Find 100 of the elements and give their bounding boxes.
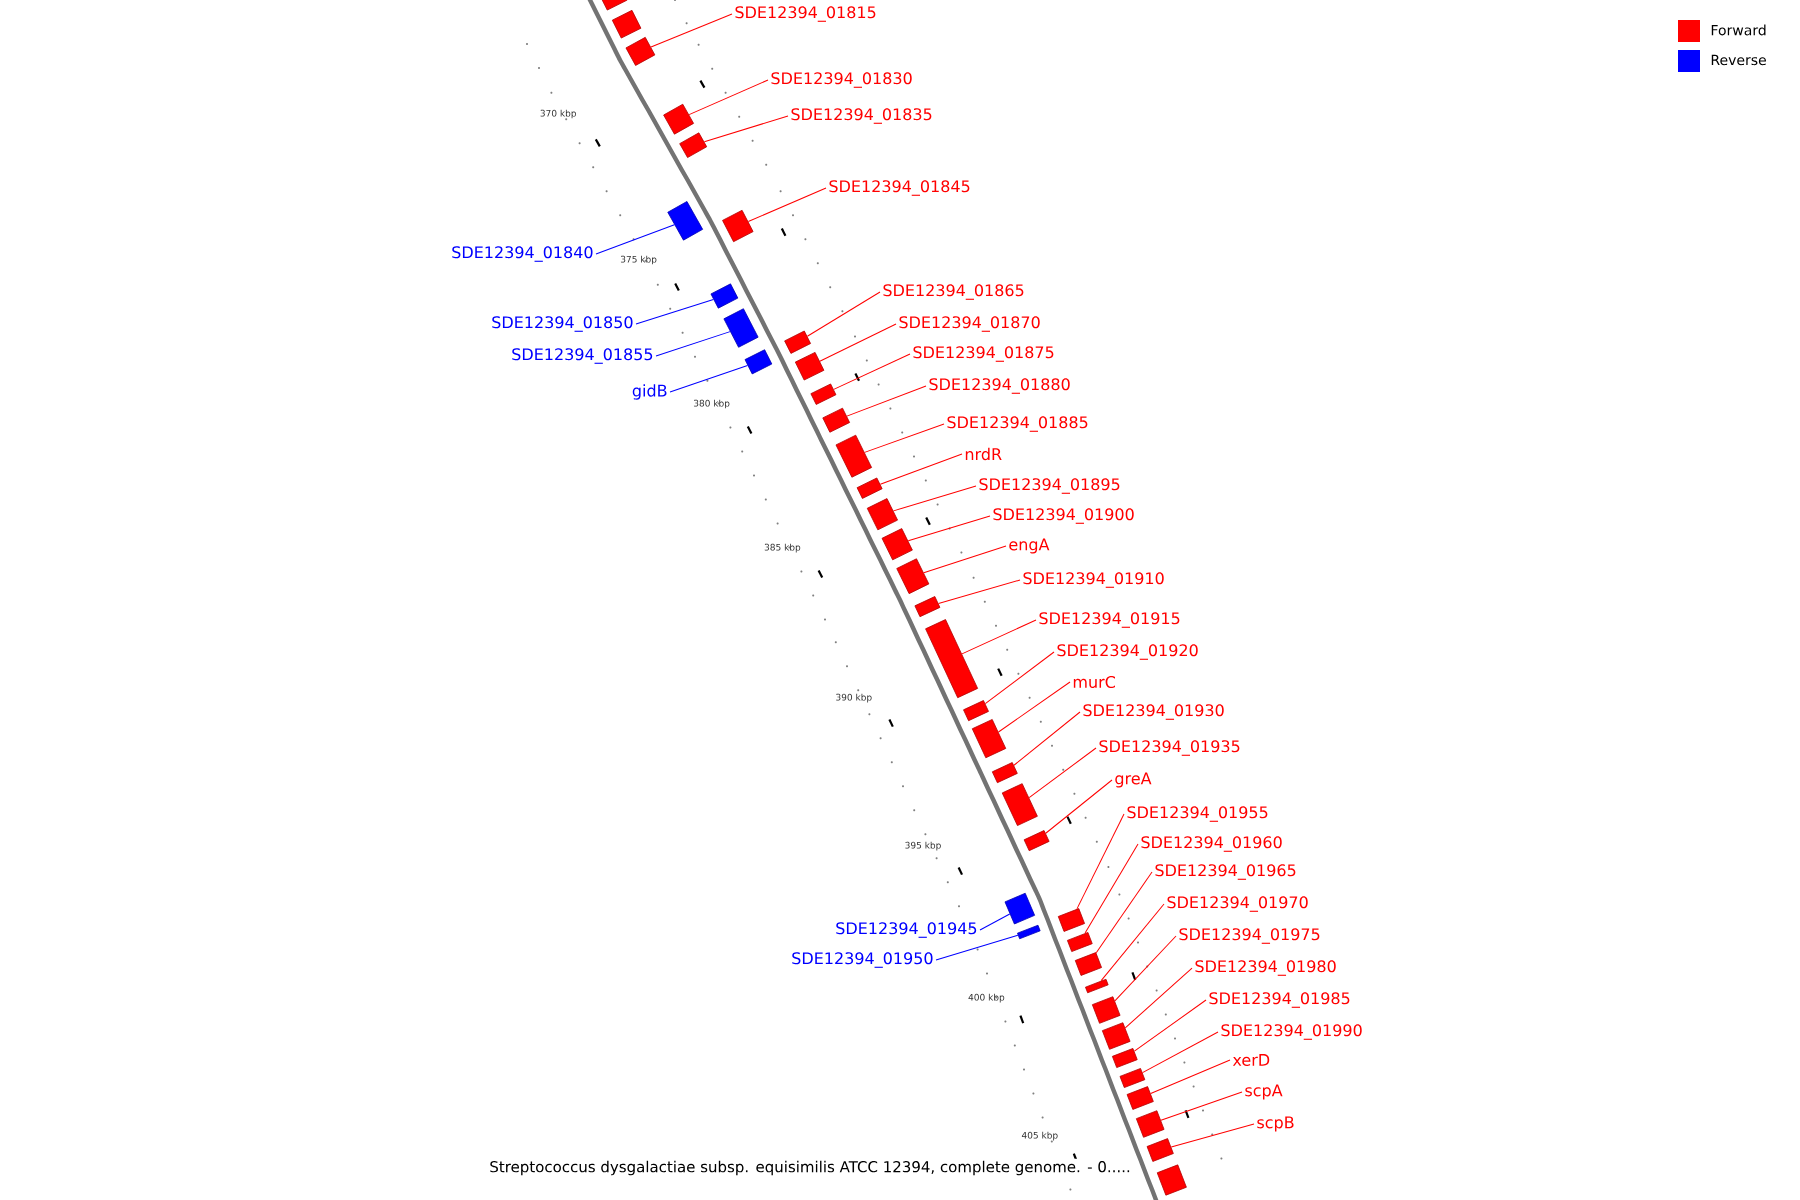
gene-block [1017, 924, 1041, 940]
gene-block [679, 132, 708, 158]
gene-label: SDE12394_01855 [512, 348, 653, 364]
gene-label: gidB [632, 384, 667, 400]
gene-label: SDE12394_01915 [1039, 612, 1180, 628]
gene-block [794, 352, 825, 381]
gene-block [723, 308, 759, 348]
gene-label: SDE12394_01870 [899, 316, 1040, 332]
leader-line [1124, 967, 1193, 1029]
gene-block [991, 762, 1018, 784]
gene-label: SDE12394_01965 [1155, 864, 1296, 880]
gene-label: greA [1115, 772, 1152, 788]
leader-line [893, 485, 977, 512]
gene-label: SDE12394_01815 [735, 6, 876, 22]
leader-line [747, 187, 827, 222]
leader-line [998, 681, 1071, 733]
gene-block [1135, 1110, 1165, 1138]
leader-line [669, 365, 748, 393]
leader-line [1142, 1031, 1219, 1074]
gene-block [625, 36, 656, 66]
leader-line [1076, 813, 1125, 910]
gene-block [784, 330, 811, 354]
leader-line [806, 291, 881, 337]
gene-block [866, 498, 898, 531]
leader-line [655, 331, 731, 357]
gene-label: SDE12394_01990 [1221, 1024, 1362, 1040]
gene-label: SDE12394_01840 [452, 246, 593, 262]
gene-block [963, 700, 989, 722]
gene-block [1085, 978, 1109, 994]
leader-line [979, 913, 1011, 931]
gene-block [1023, 830, 1050, 852]
gene-block [1126, 1086, 1154, 1110]
leader-line [879, 453, 963, 485]
gene-label: SDE12394_01835 [791, 108, 932, 124]
leader-line [635, 299, 714, 325]
gene-label: nrdR [965, 447, 1002, 461]
gene-label: xerD [1232, 1054, 1270, 1066]
gene-block [1074, 952, 1102, 976]
gene-label: SDE12394_01975 [1179, 928, 1320, 944]
gene-label: SDE12394_01865 [883, 284, 1024, 300]
gene-label: SDE12394_01880 [929, 378, 1070, 394]
gene-block [722, 209, 754, 243]
leader-line [1095, 871, 1153, 954]
leader-line [1114, 935, 1177, 1002]
gene-block [835, 434, 872, 478]
leader-line [864, 423, 945, 453]
leader-line [703, 115, 789, 143]
leader-line [1045, 779, 1113, 834]
gene-label: SDE12394_01830 [771, 72, 912, 88]
gene-label: SDE12394_01955 [1127, 806, 1268, 822]
gene-label: SDE12394_01960 [1141, 836, 1282, 852]
gene-label: SDE12394_01895 [979, 478, 1120, 494]
gene-block [925, 619, 979, 699]
gene-block [667, 201, 704, 241]
gene-block [1057, 908, 1085, 932]
gene-label: SDE12394_01850 [492, 316, 633, 332]
gene-block [1119, 1068, 1146, 1088]
gene-label: SDE12394_01900 [993, 508, 1134, 524]
leader-line [1133, 999, 1207, 1052]
gene-label: SDE12394_01970 [1167, 896, 1308, 912]
gene-block [663, 103, 694, 135]
gene-label: SDE12394_01885 [947, 416, 1088, 432]
leader-line [650, 13, 733, 48]
gene-block [1067, 932, 1093, 952]
gene-block [1146, 1138, 1174, 1162]
gene-label: SDE12394_01950 [792, 952, 933, 968]
gene-block [896, 558, 930, 595]
leader-line [1028, 747, 1097, 799]
gene-block [744, 349, 773, 375]
gene-block [1156, 1164, 1187, 1196]
gene-label: SDE12394_01985 [1209, 992, 1350, 1008]
gene-block [1101, 1022, 1131, 1050]
leader-line [688, 79, 769, 116]
gene-label: engA [1009, 538, 1050, 554]
gene-block [822, 407, 850, 433]
gene-block [1112, 1048, 1138, 1068]
gene-block [810, 383, 837, 405]
leader-line [819, 323, 897, 362]
gene-block [881, 528, 913, 561]
leader-line [1013, 711, 1081, 766]
gene-block [856, 477, 883, 499]
gene-block [1001, 783, 1038, 826]
leader-line [935, 934, 1019, 961]
gene-label: SDE12394_01910 [1023, 572, 1164, 588]
gene-label: SDE12394_01845 [829, 180, 970, 196]
leader-line [923, 545, 1007, 574]
leader-line [1160, 1091, 1243, 1121]
gene-block [710, 283, 739, 309]
gene-label: SDE12394_01875 [913, 346, 1054, 362]
leader-line [961, 619, 1037, 655]
gene-label: SDE12394_01920 [1057, 644, 1198, 660]
leader-line [1150, 1059, 1231, 1095]
leader-line [833, 353, 911, 390]
leader-line [907, 515, 991, 542]
leader-line [1170, 1123, 1255, 1148]
gene-label: scpB [1257, 1116, 1294, 1132]
leader-line [846, 385, 927, 417]
gene-label: murC [1073, 675, 1115, 689]
leader-line [938, 579, 1021, 604]
leader-line [1100, 903, 1165, 982]
